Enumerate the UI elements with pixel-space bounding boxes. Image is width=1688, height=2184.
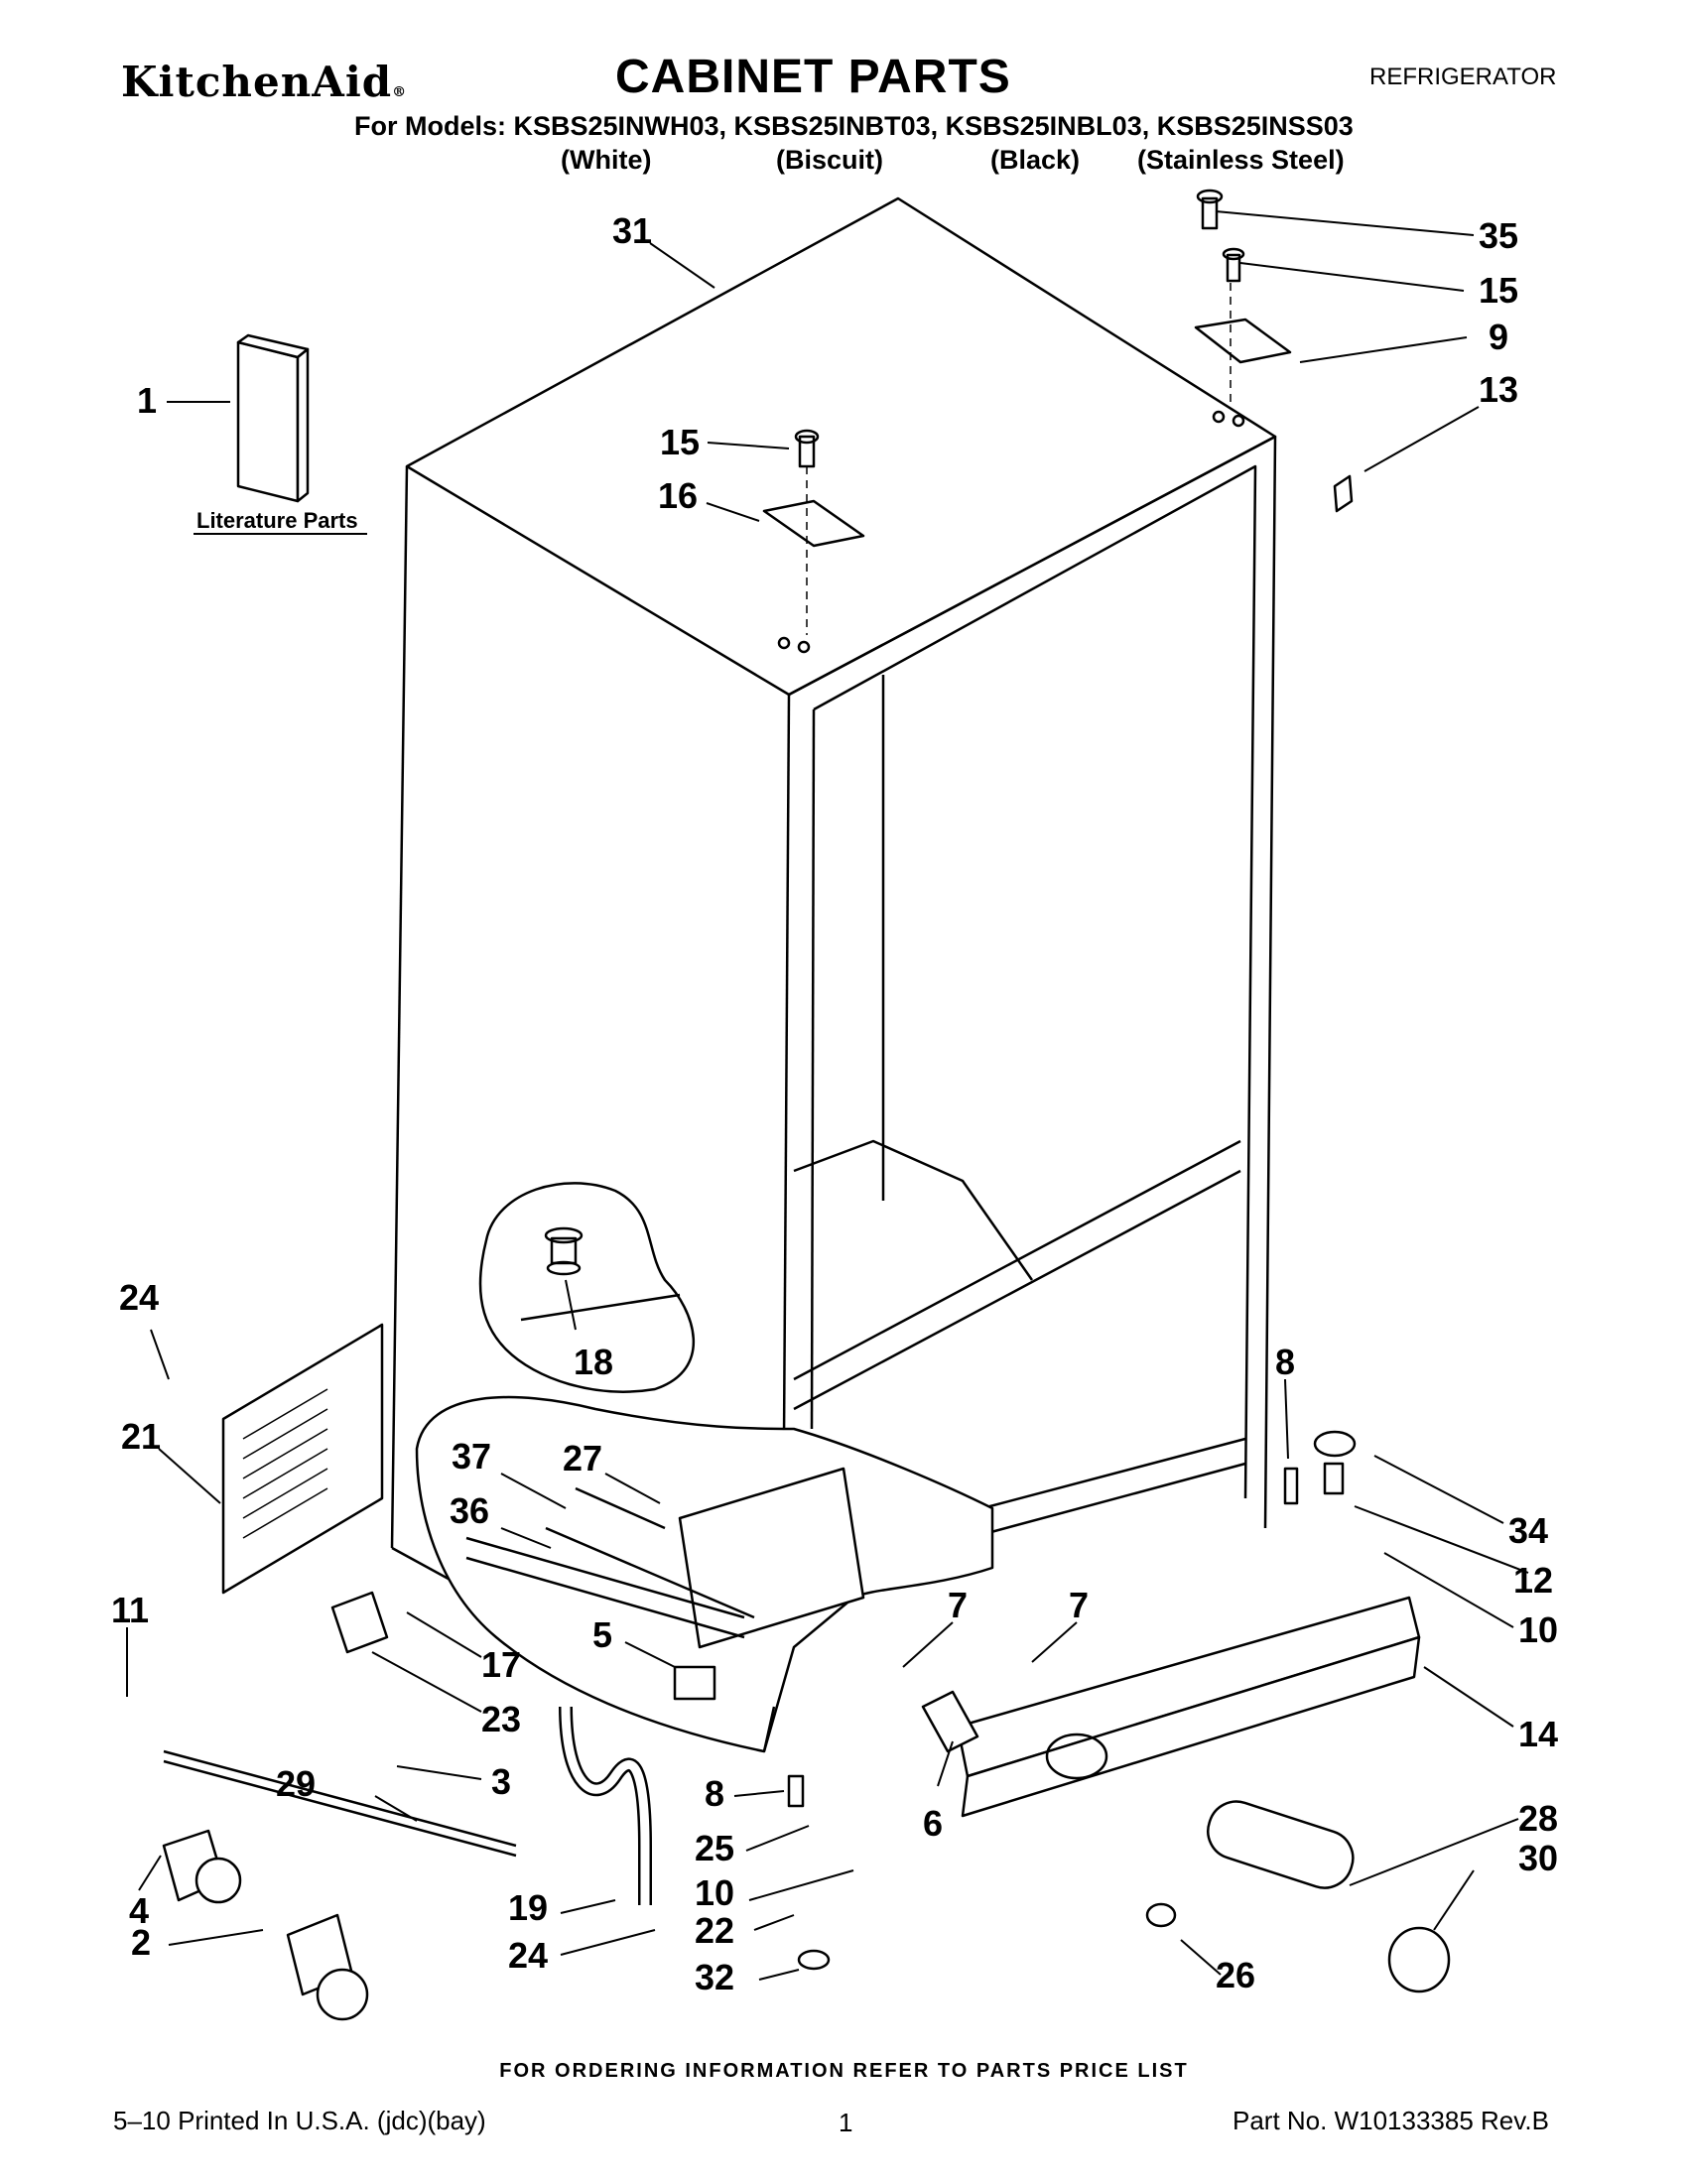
callout-2: 2	[131, 1922, 151, 1963]
variant-white: (White)	[561, 145, 652, 175]
callout-14: 14	[1518, 1714, 1558, 1754]
cabinet-drawing	[162, 189, 1451, 2021]
callout-30: 30	[1518, 1838, 1558, 1878]
callout-25: 25	[695, 1828, 734, 1868]
registered-mark: ®	[392, 84, 408, 100]
callout-12: 12	[1513, 1560, 1553, 1601]
callout-17: 17	[481, 1644, 521, 1685]
variant-black: (Black)	[990, 145, 1081, 175]
literature-parts-label: Literature Parts	[196, 508, 358, 533]
callout-36: 36	[450, 1490, 489, 1531]
callout-6: 6	[923, 1803, 943, 1844]
variant-biscuit: (Biscuit)	[776, 145, 883, 175]
callout-10: 10	[1518, 1609, 1558, 1650]
callout-32: 32	[695, 1957, 734, 1997]
callout-35: 35	[1479, 215, 1518, 256]
appliance-category: REFRIGERATOR	[1369, 64, 1557, 90]
callout-8-lower: 8	[705, 1773, 724, 1814]
callout-7-left: 7	[948, 1585, 968, 1625]
callout-24: 24	[119, 1277, 159, 1318]
callout-4: 4	[129, 1890, 149, 1931]
print-info: 5–10 Printed In U.S.A. (jdc)(bay)	[113, 2106, 486, 2135]
callout-21: 21	[121, 1416, 161, 1457]
page-title: CABINET PARTS	[615, 51, 1011, 103]
callout-15-center: 15	[660, 422, 700, 462]
callout-23: 23	[481, 1699, 521, 1739]
brand-logo: KitchenAid®	[121, 58, 407, 106]
callout-22: 22	[695, 1910, 734, 1951]
callout-11: 11	[111, 1590, 149, 1630]
models-line: For Models: KSBS25INWH03, KSBS25INBT03, …	[354, 111, 1354, 141]
callout-19: 19	[508, 1887, 548, 1928]
leader-lines	[126, 210, 1529, 1981]
callout-13: 13	[1479, 369, 1518, 410]
callout-28: 28	[1518, 1798, 1558, 1839]
brand-name: KitchenAid	[121, 58, 393, 106]
callout-7-right: 7	[1069, 1585, 1089, 1625]
callout-10-lower: 10	[695, 1872, 734, 1913]
callout-15: 15	[1479, 270, 1518, 311]
callout-26: 26	[1216, 1955, 1255, 1995]
callout-18: 18	[574, 1342, 613, 1382]
part-number: Part No. W10133385 Rev.B	[1233, 2106, 1549, 2135]
callout-9: 9	[1489, 317, 1508, 357]
callout-8: 8	[1275, 1342, 1295, 1382]
callout-34: 34	[1508, 1510, 1548, 1551]
callout-31: 31	[612, 210, 652, 251]
callout-37: 37	[452, 1436, 491, 1477]
callout-27: 27	[563, 1438, 602, 1478]
callout-5: 5	[592, 1614, 612, 1655]
variant-stainless: (Stainless Steel)	[1137, 145, 1345, 175]
ordering-note: FOR ORDERING INFORMATION REFER TO PARTS …	[499, 2060, 1189, 2082]
callout-24-lower: 24	[508, 1935, 548, 1976]
callout-29: 29	[276, 1763, 316, 1804]
callout-16: 16	[658, 475, 698, 516]
callout-1: 1	[137, 380, 157, 421]
callout-3: 3	[491, 1761, 511, 1802]
page-number: 1	[839, 2108, 853, 2137]
